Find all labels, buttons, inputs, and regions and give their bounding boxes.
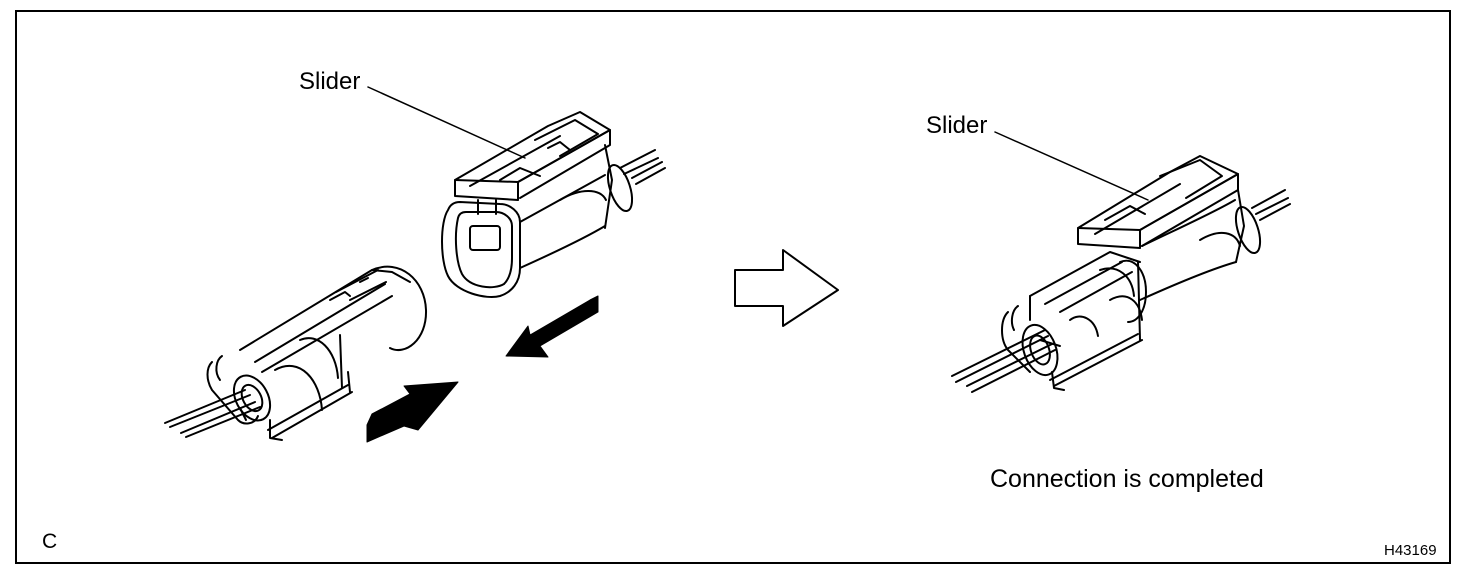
process-arrow <box>734 249 839 327</box>
slider-leader-left <box>367 86 526 159</box>
female-connector <box>441 111 666 298</box>
arrow-up-right <box>366 381 459 443</box>
slider-leader-right <box>994 131 1149 201</box>
arrow-down-left <box>505 295 599 358</box>
push-arrows <box>366 295 599 443</box>
connected-connector <box>951 155 1291 393</box>
slider-label-left: Slider <box>299 68 361 95</box>
slider-label-right: Slider <box>926 112 988 139</box>
figure-id: H43169 <box>1384 542 1437 559</box>
figure-frame <box>15 10 1451 564</box>
connection-caption: Connection is completed <box>990 465 1264 493</box>
male-connector <box>164 265 428 441</box>
corner-mark: C <box>42 530 58 553</box>
